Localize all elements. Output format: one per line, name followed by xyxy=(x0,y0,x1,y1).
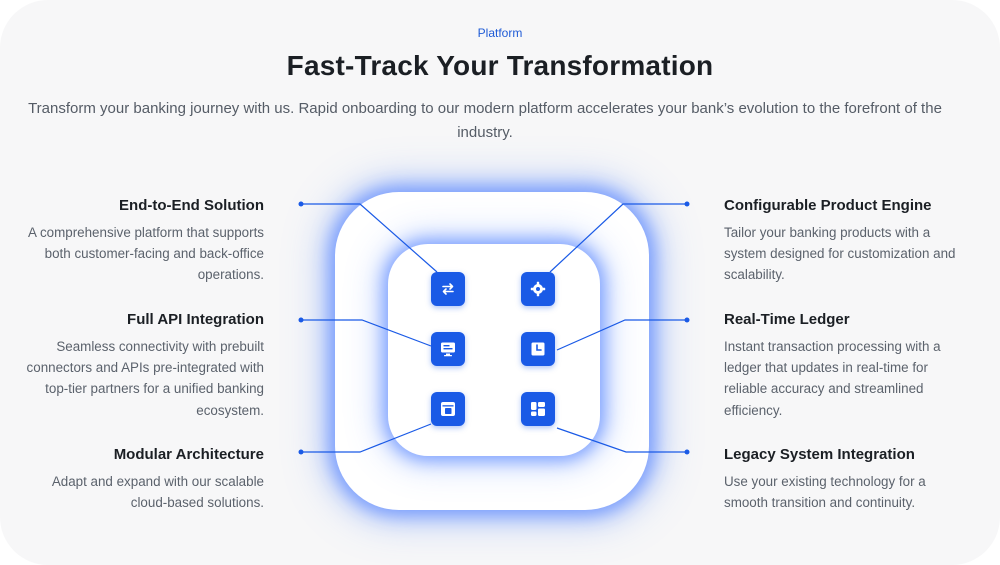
feature-real-time-ledger: Real-Time Ledger Instant transaction pro… xyxy=(724,311,964,421)
feature-modular-architecture: Modular Architecture Adapt and expand wi… xyxy=(24,446,264,513)
dashboard-grid-icon xyxy=(521,392,555,426)
feature-title: Real-Time Ledger xyxy=(724,311,850,328)
browser-window-icon xyxy=(431,392,465,426)
feature-description: Use your existing technology for a smoot… xyxy=(724,474,926,511)
feature-title: Configurable Product Engine xyxy=(724,197,932,214)
clock-icon xyxy=(521,332,555,366)
feature-description: A comprehensive platform that supports b… xyxy=(28,225,264,283)
section-eyebrow: Platform xyxy=(477,26,523,40)
feature-description: Instant transaction processing with a le… xyxy=(724,339,941,418)
section-subtitle: Transform your banking journey with us. … xyxy=(28,100,942,141)
feature-configurable-product-engine: Configurable Product Engine Tailor your … xyxy=(724,197,964,286)
monitor-icon xyxy=(431,332,465,366)
feature-title: End-to-End Solution xyxy=(119,197,264,214)
feature-legacy-system-integration: Legacy System Integration Use your exist… xyxy=(724,446,964,513)
feature-title: Modular Architecture xyxy=(113,446,264,463)
gear-icon xyxy=(521,272,555,306)
feature-end-to-end-solution: End-to-End Solution A comprehensive plat… xyxy=(24,197,264,286)
platform-inner-frame xyxy=(388,244,600,456)
feature-title: Legacy System Integration xyxy=(724,446,915,463)
section-title: Fast-Track Your Transformation xyxy=(286,50,714,81)
transfer-icon xyxy=(431,272,465,306)
feature-description: Seamless connectivity with prebuilt conn… xyxy=(26,339,264,418)
feature-description: Adapt and expand with our scalable cloud… xyxy=(51,474,264,511)
feature-full-api-integration: Full API Integration Seamless connectivi… xyxy=(24,311,264,421)
feature-title: Full API Integration xyxy=(127,311,264,328)
feature-description: Tailor your banking products with a syst… xyxy=(724,225,956,283)
